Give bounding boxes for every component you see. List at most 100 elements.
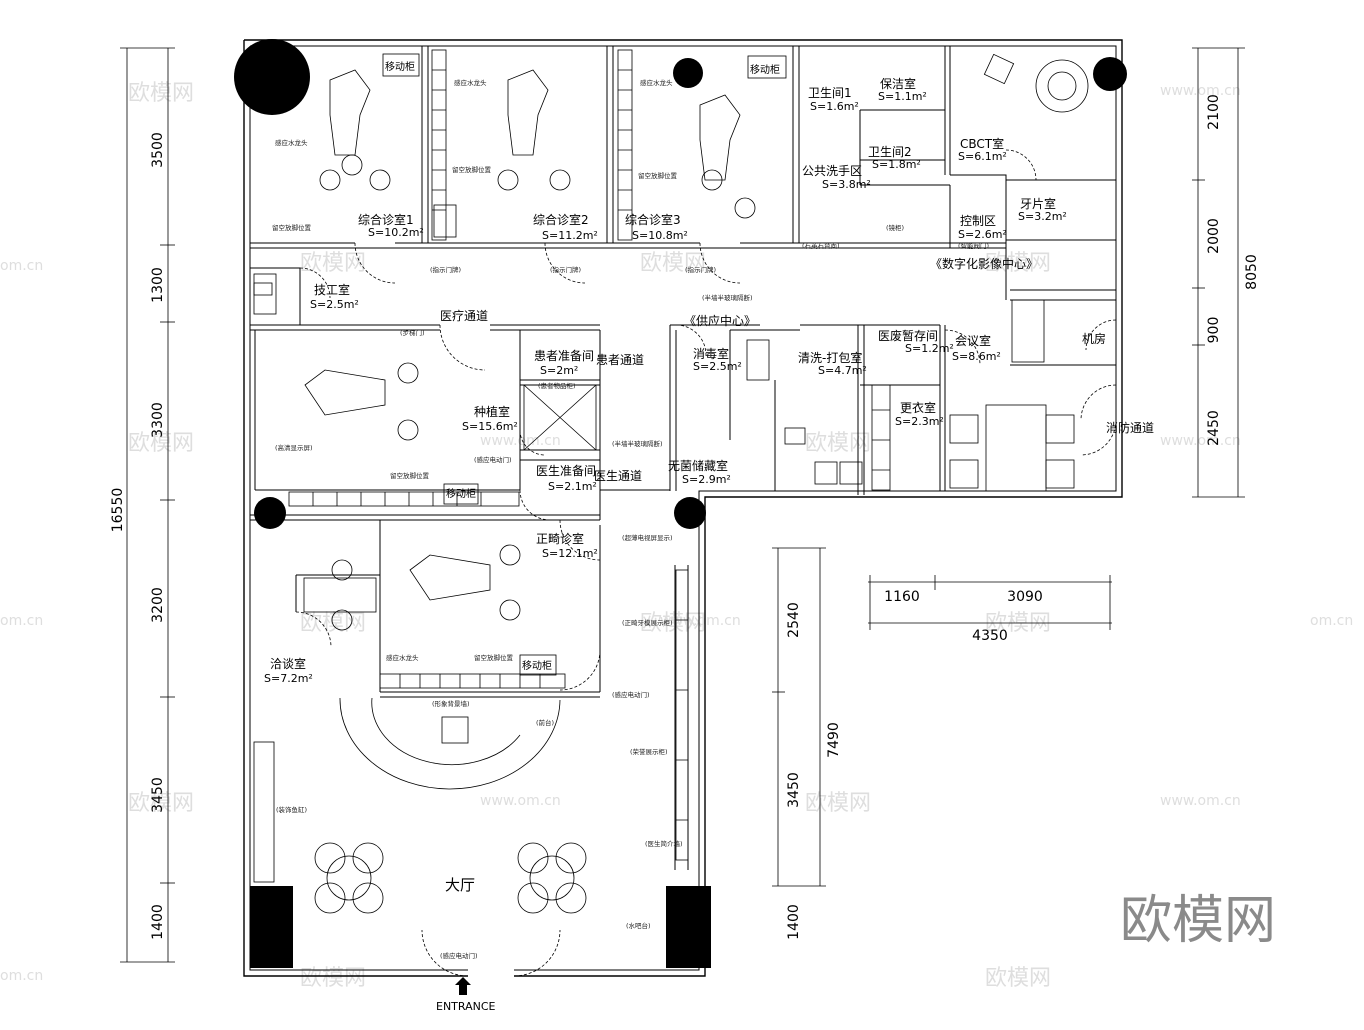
room-area: S=2.3m² xyxy=(895,415,944,428)
watermark-text: 欧模网 xyxy=(985,966,1051,991)
room-area: S=12.1m² xyxy=(542,547,598,560)
entrance-arrow-icon xyxy=(455,977,471,995)
room-name: 机房 xyxy=(1082,331,1106,346)
room-name: 医废暂存间 xyxy=(878,328,938,343)
room-area: S=2.6m² xyxy=(958,228,1007,241)
fixture-label: (智能阀门) xyxy=(958,241,989,250)
room-area: S=15.6m² xyxy=(462,420,518,433)
room-name: 《数字化影像中心》 xyxy=(930,256,1038,271)
room-name: 牙片室 xyxy=(1020,196,1056,211)
dim-left-1: 3500 xyxy=(150,132,166,168)
dim-left-6: 1400 xyxy=(150,904,166,940)
fixture-label: (指示门牌) xyxy=(430,265,461,274)
room-name: 无菌储藏室 xyxy=(668,458,728,473)
fixture-label: (患者物品柜) xyxy=(538,381,576,390)
room-area: S=3.8m² xyxy=(822,178,871,191)
fixture-label: (石英石台面) xyxy=(802,241,840,250)
fixture-label: 移动柜 xyxy=(750,63,780,76)
room-area: S=2.5m² xyxy=(693,360,742,373)
fixture-label: (装饰鱼缸) xyxy=(276,805,307,814)
room-name: 卫生间2 xyxy=(868,145,912,159)
room-area: S=3.2m² xyxy=(1018,210,1067,223)
fixture-label: (半墙半玻璃隔断) xyxy=(612,439,663,448)
dental-chair xyxy=(319,69,391,191)
dim-horiz-1: 1160 xyxy=(884,589,920,605)
room-name: 技工室 xyxy=(314,282,350,297)
dim-horiz-2: 3090 xyxy=(1007,589,1043,605)
column xyxy=(673,58,703,88)
room-name: 更衣室 xyxy=(900,400,936,415)
watermark-url: om.cn xyxy=(0,258,43,274)
dim-left-4: 3200 xyxy=(150,587,166,623)
dim-mid-2: 3450 xyxy=(786,772,802,808)
fixture-label: (步梯门) xyxy=(400,328,425,337)
room-area: S=1.2m² xyxy=(905,342,954,355)
watermark-text: 欧模网 xyxy=(128,81,194,106)
dim-mid-1: 2540 xyxy=(786,602,802,638)
fixture-label: 移动柜 xyxy=(522,659,552,672)
column xyxy=(1093,57,1127,91)
room-area: S=1.1m² xyxy=(878,90,927,103)
fixture-label: 留空放脚位置 xyxy=(452,165,492,174)
watermark-url: om.cn xyxy=(1310,613,1353,629)
watermark-text: 欧模网 xyxy=(640,251,706,276)
room-area: S=7.2m² xyxy=(264,672,313,685)
watermark-url: om.cn xyxy=(0,613,43,629)
fixture-label: (水吧台) xyxy=(626,921,651,930)
room-name: 医生准备间 xyxy=(536,464,596,478)
dental-chairs xyxy=(253,53,1089,914)
fixture-label: (指示门牌) xyxy=(550,265,581,274)
dimension-lines xyxy=(120,47,1245,963)
lobby-table xyxy=(517,842,587,914)
room-name: 大厅 xyxy=(445,876,475,894)
fixture-label: (荣誉展示柜) xyxy=(630,747,668,756)
room-name: CBCT室 xyxy=(960,136,1004,151)
fixture-label: (超薄电视屏显示) xyxy=(622,533,673,542)
room-area: S=2m² xyxy=(540,364,578,377)
lobby-table xyxy=(314,842,384,914)
room-name: 综合诊室3 xyxy=(625,212,681,227)
column xyxy=(254,497,286,529)
dim-right-2: 2000 xyxy=(1206,218,1222,254)
dim-right-1: 2100 xyxy=(1206,94,1222,130)
watermark-text: 欧模网 xyxy=(128,791,194,816)
room-name: 保洁室 xyxy=(880,76,916,91)
door-swings xyxy=(295,149,1117,977)
dimension-labels: 3500 1300 3300 3200 3450 1400 16550 2100… xyxy=(110,94,1260,940)
watermark-text: 欧模网 xyxy=(128,431,194,456)
fixture-label: 移动柜 xyxy=(385,60,415,73)
dim-horiz-total: 4350 xyxy=(972,628,1008,644)
fixture-label: 感应水龙头 xyxy=(640,78,673,87)
fixture-label: 留空放脚位置 xyxy=(390,471,430,480)
dim-right-total: 8050 xyxy=(1244,254,1260,290)
dim-left-2: 1300 xyxy=(150,267,166,303)
watermark-text: 欧模网 xyxy=(805,791,871,816)
watermark-url: www.om.cn xyxy=(1160,83,1241,99)
brand-watermark-logo: 欧模网 xyxy=(1120,891,1276,951)
dental-chair xyxy=(699,94,756,219)
room-area: S=1.8m² xyxy=(872,158,921,171)
dim-right-3: 900 xyxy=(1206,317,1222,344)
dim-left-5: 3450 xyxy=(150,777,166,813)
room-name: 公共洗手区 xyxy=(802,164,862,178)
watermark-url: om.cn xyxy=(0,968,43,984)
dim-left-total: 16550 xyxy=(110,488,126,533)
column xyxy=(234,39,310,115)
room-area: S=2.9m² xyxy=(682,473,731,486)
room-name: 医疗通道 xyxy=(440,309,488,323)
watermark-layer: 欧模网 欧模网 欧模网 欧模网 欧模网 欧模网 欧模网 欧模网 欧模网 欧模网 … xyxy=(0,81,1353,991)
fixture-label: (半墙半玻璃隔断) xyxy=(702,293,753,302)
fixture-label: (前台) xyxy=(536,718,554,727)
fixture-label: 移动柜 xyxy=(446,487,476,500)
room-name: 综合诊室1 xyxy=(358,212,414,227)
room-name: 种植室 xyxy=(474,404,510,419)
room-name: 医生通道 xyxy=(594,469,642,483)
room-labels: 综合诊室1 S=10.2m² 综合诊室2 S=11.2m² 综合诊室3 S=10… xyxy=(264,76,1154,1013)
room-name: 综合诊室2 xyxy=(533,212,589,227)
structural-columns xyxy=(234,39,1127,968)
fixture-label: 感应水龙头 xyxy=(454,78,487,87)
watermark-url: www.om.cn xyxy=(480,793,561,809)
room-name: 清洗-打包室 xyxy=(798,350,862,365)
dim-right-4: 2450 xyxy=(1206,410,1222,446)
